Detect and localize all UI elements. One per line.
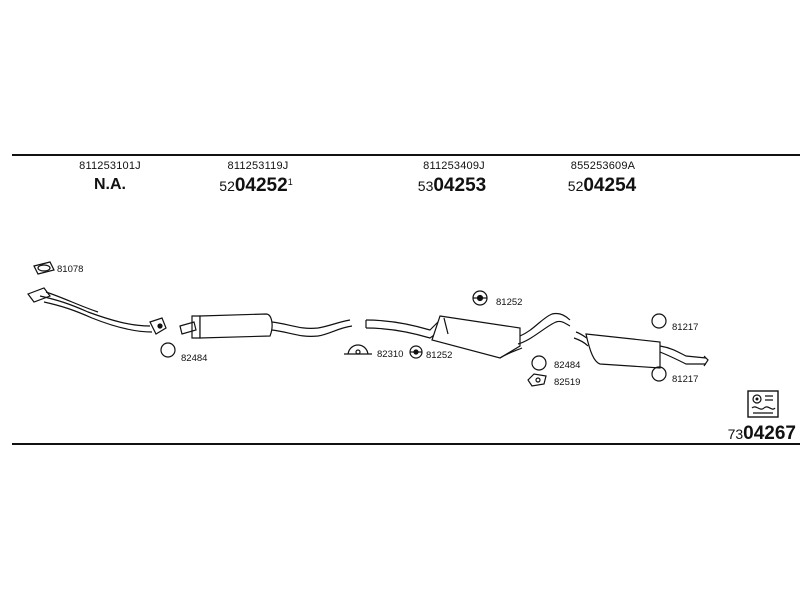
part-number-label: 81078 [57,264,83,275]
part-ref-number: 04253 [433,175,487,196]
part-ref-number: 04267 [743,423,796,444]
part-number-label: 81252 [426,350,452,361]
part-ref-number: 04254 [583,175,637,196]
part-ref-prefix: 52 [219,178,235,194]
rubber-hanger-icon [472,290,488,306]
part-ref-footnote: 1 [287,177,293,187]
part-number-label: 82519 [554,377,580,388]
clamp-icon [344,344,372,355]
sealing-ring-icon [651,366,667,382]
gasket-icon [33,261,55,275]
front-pipe-icon [27,287,167,335]
part-ref-mounting-kit: 7304267 [728,424,796,443]
bracket-icon [527,373,547,387]
part-number-label: 82310 [377,349,403,360]
top-divider-line [12,154,800,156]
part-number-label: 82484 [181,353,207,364]
oe-number-rear-silencer: 855253609A [570,160,636,172]
sealing-ring-icon [531,355,547,371]
part-number-label: 81252 [496,297,522,308]
part-number-label: 82484 [554,360,580,371]
part-ref-rear-silencer: 5204254 [568,176,636,195]
part-number-label: 81217 [672,374,698,385]
sealing-ring-icon [160,342,176,358]
mounting-kit-icon [747,390,779,418]
rear-silencer-icon [573,331,709,369]
part-ref-prefix: 53 [417,178,434,194]
front-silencer-icon [179,313,353,339]
part-ref-prefix: 73 [727,426,744,442]
sealing-ring-icon [651,313,667,329]
bottom-divider-line [12,443,800,445]
oe-number-middle-silencer: 811253409J [423,160,485,172]
part-ref-prefix: 52 [567,178,584,194]
rubber-hanger-icon [409,345,423,359]
part-ref-front-silencer: 52042521 [219,176,292,195]
oe-number-front-silencer: 811253119J [227,160,289,172]
middle-silencer-icon [365,312,571,359]
part-ref-middle-silencer: 5304253 [418,176,486,195]
not-available-label: N.A. [94,176,126,193]
part-number-label: 81217 [672,322,698,333]
part-ref-number: 04252 [234,175,288,196]
oe-number-front-pipe: 811253101J [79,160,141,172]
